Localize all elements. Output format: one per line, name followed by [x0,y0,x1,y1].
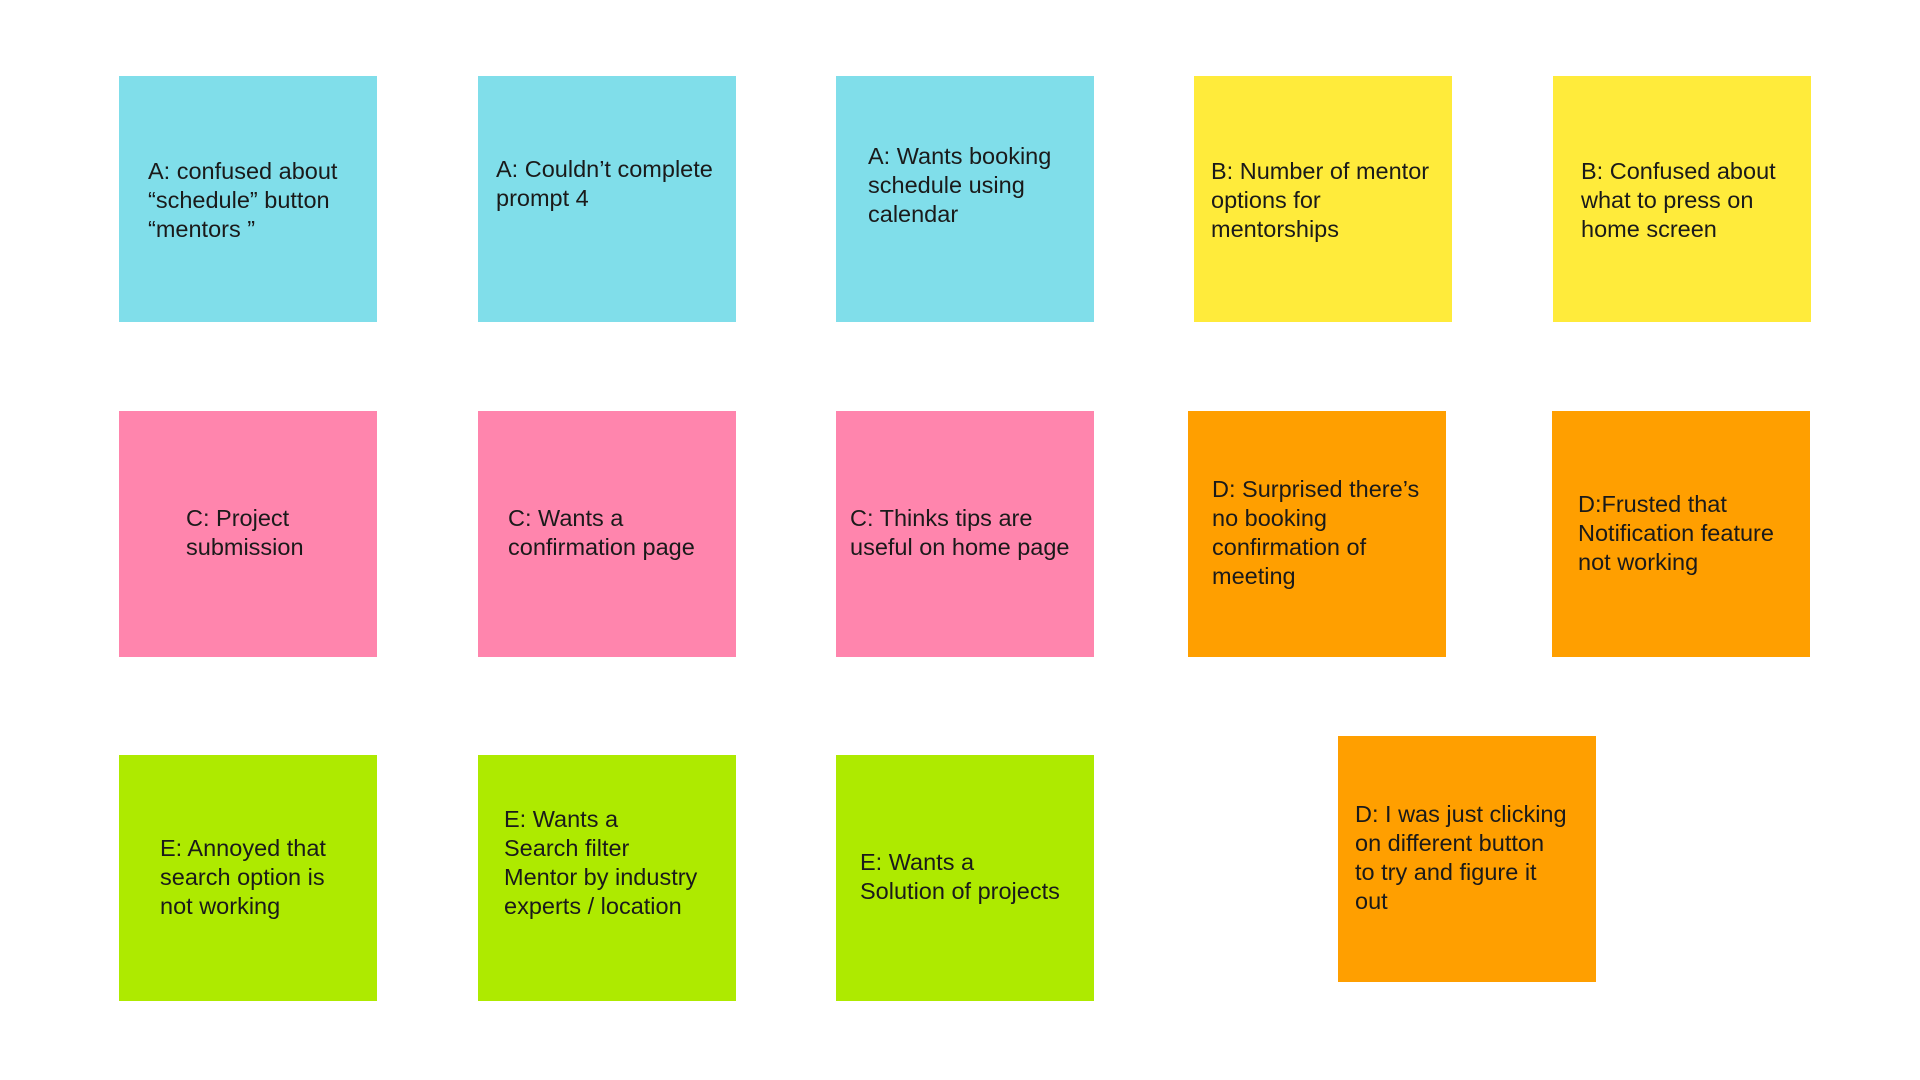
note-text: A: confused about “schedule” button “men… [148,157,338,242]
note-text: D: Surprised there’s no booking confirma… [1212,476,1420,589]
sticky-note-d1[interactable]: D: Surprised there’s no booking confirma… [1188,411,1446,657]
sticky-note-c3[interactable]: C: Thinks tips are useful on home page [836,411,1094,657]
note-text: C: Project submission [186,505,304,560]
sticky-note-b1[interactable]: B: Number of mentor options for mentorsh… [1194,76,1452,322]
note-text: D:Frusted that Notification feature not … [1578,490,1774,575]
sticky-note-b2[interactable]: B: Confused about what to press on home … [1553,76,1811,322]
sticky-note-a2[interactable]: A: Couldn’t complete prompt 4 [478,76,736,322]
sticky-note-a1[interactable]: A: confused about “schedule” button “men… [119,76,377,322]
note-text: B: Confused about what to press on home … [1581,157,1776,242]
note-text: A: Couldn’t complete prompt 4 [496,156,713,211]
note-text: E: Wants a Search filter Mentor by indus… [504,806,698,919]
note-text: C: Thinks tips are useful on home page [850,505,1070,560]
note-text: A: Wants booking schedule using calendar [868,142,1052,227]
note-text: D: I was just clicking on different butt… [1355,801,1567,914]
note-text: B: Number of mentor options for mentorsh… [1211,157,1430,242]
sticky-note-e2[interactable]: E: Wants a Search filter Mentor by indus… [478,755,736,1001]
sticky-note-d3[interactable]: D: I was just clicking on different butt… [1338,736,1596,982]
note-text: E: Annoyed that search option is not wor… [160,834,326,919]
sticky-note-e1[interactable]: E: Annoyed that search option is not wor… [119,755,377,1001]
note-text: C: Wants a confirmation page [508,505,695,560]
note-text: E: Wants a Solution of projects [860,849,1060,904]
sticky-note-c1[interactable]: C: Project submission [119,411,377,657]
sticky-note-d2[interactable]: D:Frusted that Notification feature not … [1552,411,1810,657]
sticky-note-c2[interactable]: C: Wants a confirmation page [478,411,736,657]
sticky-note-a3[interactable]: A: Wants booking schedule using calendar [836,76,1094,322]
sticky-note-e3[interactable]: E: Wants a Solution of projects [836,755,1094,1001]
